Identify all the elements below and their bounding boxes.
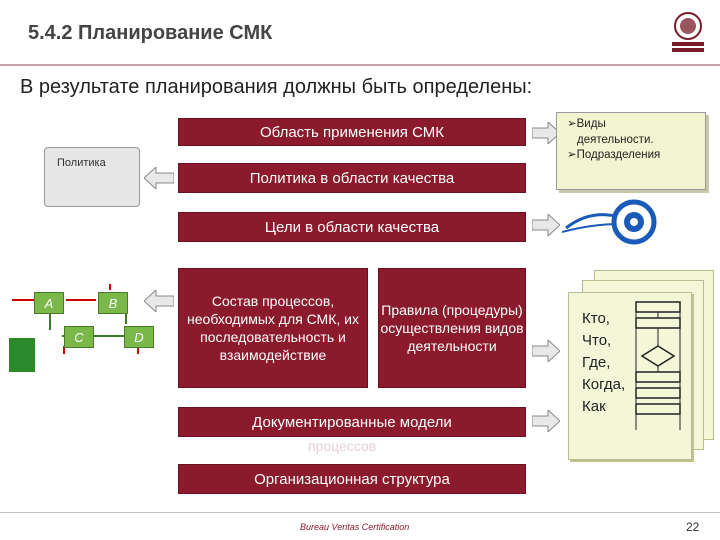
bar-rules: Правила (процедуры) осуществления видов … — [378, 268, 526, 388]
header-divider — [0, 64, 720, 66]
bar-org: Организационная структура — [178, 464, 526, 494]
footer-brand: Bureau Veritas Certification — [300, 522, 410, 532]
target-icon — [562, 199, 657, 245]
bar-policy: Политика в области качества — [178, 163, 526, 193]
bar-docs: Документированные модели — [178, 407, 526, 437]
arrow-right-icon — [532, 214, 560, 236]
bureau-veritas-logo — [668, 10, 708, 54]
arrow-right-icon — [532, 410, 560, 432]
arrow-left-icon — [144, 290, 174, 312]
paper-questions: Кто, Что, Где, Когда, Как — [582, 308, 625, 418]
question-who: Кто, — [582, 310, 610, 327]
page-number: 22 — [686, 520, 700, 534]
process-box-a: A — [34, 292, 64, 314]
paper-front — [568, 292, 692, 460]
note-line-2: деятельности. — [577, 133, 654, 146]
footer-divider — [0, 512, 720, 513]
subtitle: В результате планирования должны быть оп… — [20, 76, 533, 98]
arrow-right-icon — [532, 340, 560, 362]
activities-note: ➢Виды деятельности. ➢Подразделения — [556, 112, 706, 190]
policy-scroll-label: Политика — [57, 157, 106, 169]
question-where: Где, — [582, 354, 611, 371]
bar-processes: Состав процессов, необходимых для СМК, и… — [178, 268, 368, 388]
flowchart-icon — [635, 301, 681, 430]
process-box-d: D — [124, 326, 154, 348]
arrow-left-icon — [144, 167, 174, 189]
bar-objectives: Цели в области качества — [178, 212, 526, 242]
ghost-text: процессов — [308, 438, 377, 454]
process-box-b: B — [98, 292, 128, 314]
policy-scroll: Политика — [44, 147, 140, 207]
note-line-3: ➢Подразделения — [567, 149, 661, 162]
note-line-1: ➢Виды — [567, 118, 606, 130]
question-when: Когда, — [582, 376, 626, 393]
question-how: Как — [582, 398, 606, 415]
page-title: 5.4.2 Планирование СМК — [28, 22, 273, 44]
arrow-right-icon — [532, 122, 560, 144]
process-box-c: C — [64, 326, 94, 348]
bar-scope: Область применения СМК — [178, 118, 526, 146]
question-what: Что, — [582, 332, 612, 349]
